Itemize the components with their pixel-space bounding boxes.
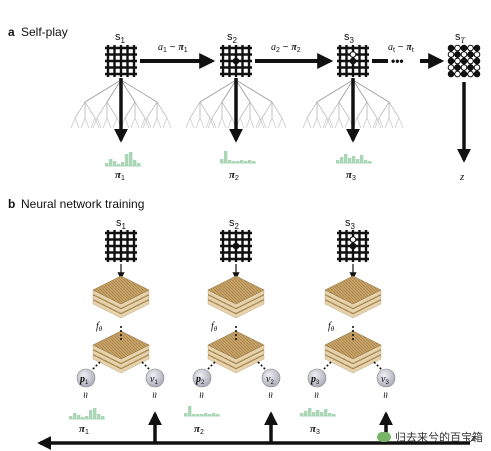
- target-label-2: π2: [194, 423, 204, 436]
- b-board-s1: [105, 230, 137, 262]
- panel-a-policy-histograms: [105, 151, 372, 167]
- watermark-text: 归去来兮的百宝箱: [395, 431, 483, 444]
- network-1: [92, 275, 150, 374]
- search-tree-2: [185, 79, 287, 129]
- target-label-1: π1: [79, 423, 89, 436]
- panel-b-approx-symbols: ≈ ≈ ≈ ≈ ≈ ≈: [79, 392, 391, 398]
- network-3: [324, 275, 382, 374]
- action-label-t: at ~ πt: [388, 42, 414, 54]
- panel-b-target-labels: π1 π2 π3: [79, 423, 320, 436]
- network-label-1: fθ: [96, 321, 103, 333]
- v-node-1: v1: [145, 368, 165, 388]
- b-state-label-s3: s3: [345, 217, 356, 231]
- svg-text:v1: v1: [150, 374, 158, 386]
- panel-b-output-nodes: p1 v1 p2 v2 p3 v3: [76, 368, 396, 388]
- outcome-z-b: z: [470, 432, 476, 444]
- panel-b-network-labels: fθ fθ fθ: [96, 321, 335, 333]
- p-node-2: p2: [192, 368, 212, 388]
- svg-text:≈: ≈: [195, 392, 207, 398]
- state-label-sT: sT: [455, 31, 466, 45]
- outcome-z-a: z: [459, 171, 465, 183]
- p-node-1: p1: [76, 368, 96, 388]
- watermark: 归去来兮的百宝箱: [377, 429, 483, 445]
- ellipsis: •••: [391, 54, 404, 68]
- state-label-s3: s3: [344, 31, 355, 45]
- state-label-s1: s1: [115, 31, 126, 45]
- target-hist-3: [300, 408, 336, 417]
- panel-a-letter: a: [8, 25, 15, 39]
- board-s1: [105, 45, 137, 77]
- panel-a-down-arrows: [114, 78, 471, 163]
- action-label-2: a2 ~ π2: [271, 42, 301, 54]
- svg-text:≈: ≈: [264, 392, 276, 398]
- panel-a-action-arrows: •••: [140, 53, 445, 69]
- target-label-3: π3: [310, 423, 320, 436]
- b-board-s3: [337, 230, 369, 262]
- svg-text:p1: p1: [79, 374, 89, 386]
- svg-text:≈: ≈: [379, 392, 391, 398]
- policy-hist-3: [336, 154, 372, 164]
- panel-b-networks: [92, 275, 382, 374]
- wechat-icon: [377, 432, 391, 442]
- board-sT: [447, 44, 481, 78]
- panel-a-state-labels: s1 s2 s3 sT: [115, 31, 466, 45]
- svg-text:p2: p2: [195, 374, 205, 386]
- search-tree-3: [302, 79, 404, 129]
- panel-a-policy-labels: π1 π2 π3: [115, 169, 356, 182]
- svg-text:v3: v3: [381, 374, 389, 386]
- network-label-3: fθ: [328, 321, 335, 333]
- b-state-label-s1: s1: [116, 217, 127, 231]
- v-node-2: v2: [261, 368, 281, 388]
- panel-b-output-connectors: [91, 326, 383, 371]
- svg-text:≈: ≈: [79, 392, 91, 398]
- policy-hist-1: [105, 152, 141, 167]
- v-node-3: v3: [376, 368, 396, 388]
- search-tree-1: [70, 79, 172, 129]
- panel-b-target-histograms: [69, 406, 336, 420]
- policy-label-3: π3: [346, 169, 356, 182]
- network-label-2: fθ: [211, 321, 218, 333]
- policy-label-1: π1: [115, 169, 125, 182]
- policy-hist-2: [220, 151, 256, 164]
- state-label-s2: s2: [227, 31, 238, 45]
- panel-b-title: Neural network training: [21, 197, 144, 211]
- panel-b-boards: [105, 230, 369, 262]
- action-label-1: a1 ~ π1: [158, 42, 188, 54]
- svg-text:p3: p3: [310, 374, 320, 386]
- panel-a-search-trees: [70, 79, 404, 129]
- board-s2: [220, 45, 252, 77]
- network-2: [207, 275, 265, 374]
- panel-a-action-labels: a1 ~ π1 a2 ~ π2 at ~ πt: [158, 42, 414, 54]
- p-node-3: p3: [307, 368, 327, 388]
- panel-a-boards: [105, 44, 481, 78]
- panel-b-letter: b: [8, 197, 15, 211]
- b-board-s2: [220, 230, 252, 262]
- policy-label-2: π2: [229, 169, 239, 182]
- panel-b-state-labels: s1 s2 s3: [116, 217, 356, 231]
- svg-text:≈: ≈: [310, 392, 322, 398]
- svg-text:v2: v2: [266, 374, 274, 386]
- panel-b-outcome-arrows: [37, 411, 470, 450]
- board-s3: [337, 45, 369, 77]
- panel-a-title: Self-play: [21, 25, 68, 39]
- target-hist-1: [69, 408, 105, 420]
- svg-text:≈: ≈: [148, 392, 160, 398]
- panel-b-input-arrows: [117, 264, 357, 280]
- b-state-label-s2: s2: [229, 217, 240, 231]
- target-hist-2: [184, 406, 220, 417]
